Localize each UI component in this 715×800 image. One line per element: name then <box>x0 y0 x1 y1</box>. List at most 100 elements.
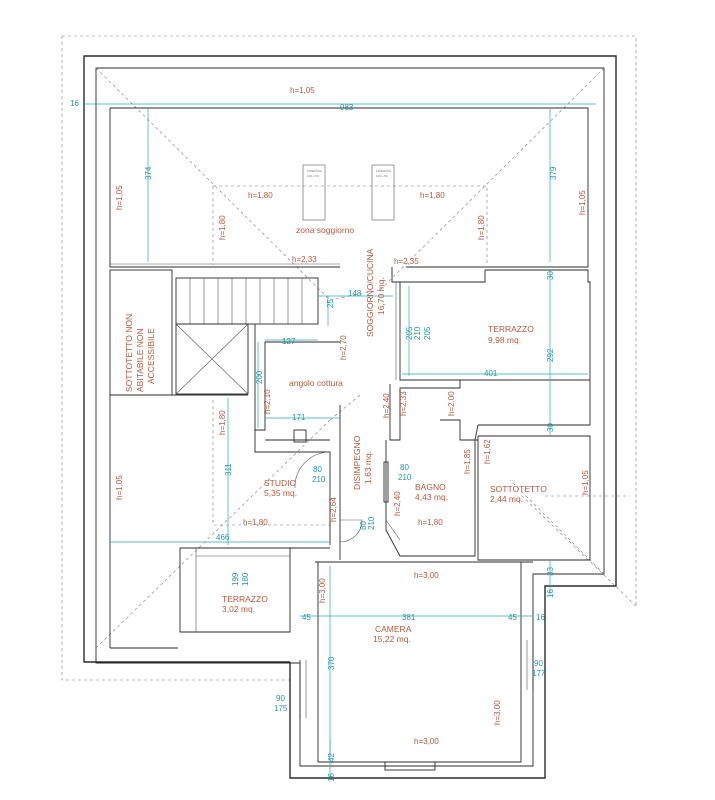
dim-90-a: 90 <box>534 659 543 668</box>
dim-45-a: 45 <box>302 613 311 622</box>
height-left-top: h=1,05 <box>115 185 124 210</box>
skylight-left-label: FINESTRA <box>307 169 322 173</box>
door-studio <box>294 451 331 489</box>
dim-42: 42 <box>327 753 336 762</box>
dimension-lines <box>84 103 596 778</box>
door-disimpegno <box>339 519 363 543</box>
label-angolo-cottura: angolo cottura <box>289 378 343 388</box>
dim-25: 25 <box>326 299 335 308</box>
inner-180-contour <box>212 185 488 526</box>
height-disp-240-top: h=2,40 <box>382 393 391 418</box>
dim-16-top: 16 <box>70 99 79 108</box>
label-terrazzo-east-area: 9,98 mq. <box>488 335 521 345</box>
interior-walls <box>109 267 591 763</box>
room-labels: zona soggiorno SOGGIORNO/CUCINA 16,70 mq… <box>124 225 547 644</box>
label-bagno-area: 4,43 mq. <box>415 492 448 502</box>
skylight-right-label: FINESTRA <box>376 169 391 173</box>
label-soggiorno-cucina: SOGGIORNO/CUCINA <box>365 248 375 337</box>
height-bagno-162: h=1,62 <box>483 439 492 464</box>
dim-374: 374 <box>144 166 153 180</box>
dim-379: 379 <box>549 166 558 180</box>
dim-16-right: 16 <box>546 589 555 598</box>
height-bagno-185: h=1,85 <box>463 449 472 474</box>
dim-210-b: 210 <box>312 475 326 484</box>
stair <box>175 277 340 431</box>
dim-80-a: 80 <box>313 465 322 474</box>
dim-16-bottom: 16 <box>327 773 336 782</box>
dim-292: 292 <box>546 348 555 362</box>
height-center-270: h=2,70 <box>339 335 348 360</box>
height-labels: h=1,05 h=1,05 h=1,05 h=1,80 h=1,80 h=1,8… <box>115 86 590 746</box>
height-kitchen-210: h=2,10 <box>263 389 272 414</box>
dim-180: 180 <box>241 572 250 586</box>
label-sottotetto-left-3: ACCESSIBILE <box>146 328 156 384</box>
dim-171: 171 <box>292 413 306 422</box>
label-disimpegno-area: 1,63 mq. <box>363 451 373 484</box>
dim-199: 199 <box>231 572 240 586</box>
height-studio-264: h=2,64 <box>329 497 338 522</box>
dim-33: 33 <box>546 567 555 576</box>
dim-177: 177 <box>532 669 546 678</box>
dim-175: 175 <box>274 704 288 713</box>
label-sottotetto-left-1: SOTTOTETTO NON <box>124 314 134 392</box>
dimension-labels: 16 983 374 379 148 25 127 205 210 205 30… <box>70 99 558 782</box>
label-terrazzo-east: TERRAZZO <box>488 324 534 334</box>
dim-210-a: 210 <box>413 326 422 340</box>
dim-45-b: 45 <box>508 613 517 622</box>
label-terrazzo-south-area: 3,02 mq. <box>222 604 255 614</box>
height-camera-right: h=3,00 <box>493 700 502 725</box>
label-bagno: BAGNO <box>415 482 446 492</box>
label-sottotetto-right-area: 2,44 mq. <box>490 494 523 504</box>
dim-370: 370 <box>327 656 336 670</box>
height-bottom-180-left: h=1,80 <box>243 518 268 527</box>
dim-210-d: 210 <box>367 516 376 530</box>
dim-30-b: 30 <box>546 423 555 432</box>
dim-466: 466 <box>216 533 230 542</box>
height-left-bottom: h=1,05 <box>115 475 124 500</box>
dim-16-camera: 16 <box>536 613 545 622</box>
dim-205-b: 205 <box>423 326 432 340</box>
height-inner-left-180: h=1,80 <box>218 215 227 240</box>
skylight-left-size: 100 x 50 <box>307 174 319 178</box>
label-studio: STUDIO <box>264 478 297 488</box>
dim-401: 401 <box>484 369 498 378</box>
outer-dashed-boundary <box>61 35 637 681</box>
dim-127: 127 <box>282 337 296 346</box>
height-stair-233: h=2,33 <box>292 255 317 264</box>
height-inner-top-180-right: h=1,80 <box>420 191 445 200</box>
height-center-235: h=2,35 <box>394 257 419 266</box>
dim-80-c: 80 <box>359 521 368 530</box>
height-camera-top: h=3,00 <box>414 571 439 580</box>
height-camera-bottom: h=3,00 <box>414 737 439 746</box>
height-camera-left: h=3,00 <box>318 578 327 603</box>
label-terrazzo-south: TERRAZZO <box>222 594 268 604</box>
label-disimpegno: DISIMPEGNO <box>352 435 362 490</box>
label-sottotetto-right: SOTTOTETTO <box>490 484 547 494</box>
dim-80-b: 80 <box>400 463 409 472</box>
label-zona-soggiorno: zona soggiorno <box>296 225 354 235</box>
height-inner-right-180: h=1,80 <box>477 215 486 240</box>
top-attic-block <box>109 107 589 268</box>
height-bagno-180: h=1,80 <box>418 518 443 527</box>
label-camera: CAMERA <box>375 624 412 634</box>
dim-148: 148 <box>348 289 362 298</box>
label-sottotetto-left-2: ABITABILE NON <box>135 328 145 392</box>
dim-311: 311 <box>224 463 233 476</box>
height-studio-180: h=1,80 <box>218 410 227 435</box>
skylight-right-size: 100 x 50 <box>376 174 388 178</box>
height-right-bottom: h=1,05 <box>581 470 590 495</box>
height-bagno-200: h=2,00 <box>447 391 456 416</box>
skylight-right <box>371 164 395 221</box>
height-inner-top-180-left: h=1,80 <box>248 191 273 200</box>
dim-90-b: 90 <box>276 694 285 703</box>
height-disp-233: h=2,33 <box>399 391 408 416</box>
camera-windows <box>299 640 534 771</box>
height-right-top: h=1,05 <box>578 190 587 215</box>
skylight-windows: FINESTRA 100 x 50 FINESTRA 100 x 50 <box>302 164 395 221</box>
dim-30-a: 30 <box>546 271 555 280</box>
dim-983: 983 <box>340 103 354 112</box>
dim-205-a: 205 <box>405 326 414 340</box>
dim-200: 200 <box>255 370 264 384</box>
height-top: h=1,05 <box>290 86 315 95</box>
